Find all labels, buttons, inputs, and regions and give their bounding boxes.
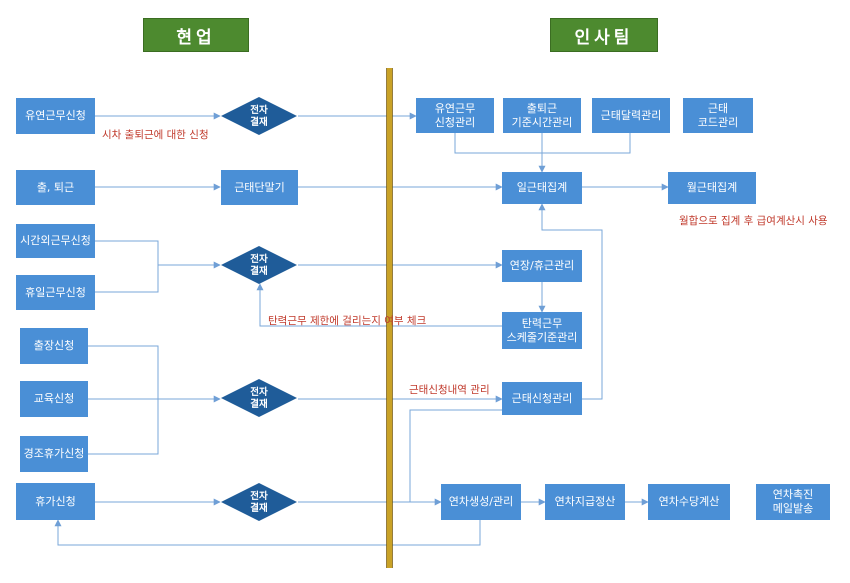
approval-diamond-2-line1: 전자 — [250, 253, 268, 265]
connector-overtime-merge — [95, 240, 159, 293]
approval-diamond-2: 전자 결재 — [221, 246, 297, 284]
connector-flexsched-back-to-approval — [256, 283, 502, 327]
note-flex-time: 시차 출퇴근에 대한 신청 — [102, 129, 209, 141]
box-attendance-calendar: 근태달력관리 — [592, 98, 670, 133]
box-education-request: 교육신청 — [20, 381, 88, 417]
approval-diamond-4: 전자 결재 — [221, 483, 297, 521]
approval-diamond-4-line1: 전자 — [250, 490, 268, 502]
approval-diamond-4-line2: 결재 — [250, 502, 267, 514]
connector-leavegen-back-to-vacation — [54, 519, 481, 546]
approval-diamond-3: 전자 결재 — [221, 379, 297, 417]
connector-trip-merge — [88, 345, 159, 455]
box-leave-generation: 연차생성/관리 — [441, 484, 521, 520]
team-divider — [387, 68, 392, 568]
approval-diamond-3-line1: 전자 — [250, 386, 268, 398]
box-flex-schedule-standard: 탄력근무 스케줄기준관리 — [502, 312, 582, 349]
connector-requestmgmt-to-daily — [538, 203, 603, 400]
box-attendance-request-management: 근태신청관리 — [502, 382, 582, 415]
connector-history-branch — [409, 409, 502, 502]
approval-diamond-3-line2: 결재 — [250, 398, 267, 410]
box-vacation-request: 휴가신청 — [16, 483, 95, 520]
box-family-event-leave-request: 경조휴가신청 — [20, 436, 88, 472]
header-hr-team: 인사팀 — [550, 18, 658, 52]
box-daily-summary: 일근태집계 — [502, 172, 582, 204]
box-leave-promotion-mail: 연차촉진 메일발송 — [756, 484, 830, 520]
box-attendance-terminal: 근태단말기 — [221, 170, 298, 205]
note-monthly-payroll: 월합으로 집계 후 급여계산시 사용 — [679, 215, 828, 227]
box-overtime-request: 시간외근무신청 — [16, 224, 95, 258]
box-commute: 출, 퇴근 — [16, 170, 95, 205]
note-request-history: 근태신청내역 관리 — [409, 384, 490, 396]
approval-diamond-1: 전자 결재 — [221, 97, 297, 135]
box-commute-standard-time: 출퇴근 기준시간관리 — [503, 98, 581, 133]
box-extension-rest: 연장/휴근관리 — [502, 250, 582, 282]
header-field-team: 현업 — [143, 18, 249, 52]
box-flex-request: 유연근무신청 — [16, 98, 95, 134]
approval-diamond-1-line1: 전자 — [250, 104, 268, 116]
box-attendance-code: 근태 코드관리 — [683, 98, 753, 133]
box-business-trip-request: 출장신청 — [20, 328, 88, 364]
box-holiday-work-request: 휴일근무신청 — [16, 275, 95, 310]
box-leave-payment-settlement: 연차지급정산 — [545, 484, 625, 520]
connector-flexmgmt-merge — [454, 133, 542, 154]
connector-calendar-merge — [542, 133, 631, 154]
box-flex-management: 유연근무 신청관리 — [416, 98, 494, 133]
note-flex-limit-check: 탄력근무 제한에 걸리는지 여부 체크 — [268, 315, 427, 327]
box-leave-allowance-calc: 연차수당계산 — [648, 484, 730, 520]
box-monthly-summary: 월근태집계 — [668, 172, 756, 204]
approval-diamond-2-line2: 결재 — [250, 265, 267, 277]
approval-diamond-1-line2: 결재 — [250, 116, 267, 128]
